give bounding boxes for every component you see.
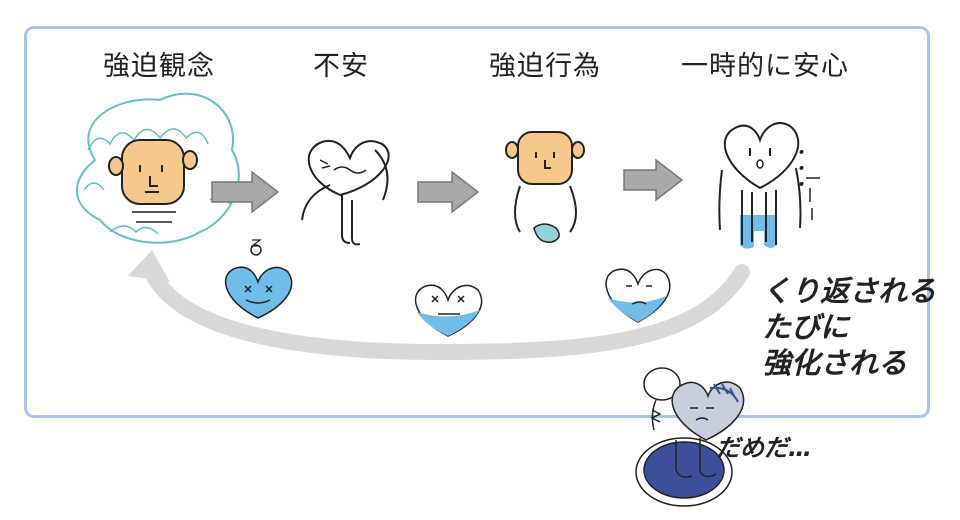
falling-heart-figure — [635, 367, 745, 507]
stage-title-obsession: 強迫観念 — [103, 51, 215, 82]
obsession-figure — [75, 92, 240, 244]
mutter-text: だめだ… — [716, 434, 812, 462]
repeat-loop-arrowhead — [128, 250, 170, 282]
flow-arrow-3 — [623, 158, 684, 202]
anxiety-figure — [301, 139, 390, 246]
loop-note-line-2: たびに — [762, 310, 850, 344]
flow-arrow-1 — [211, 170, 280, 214]
diagram-frame — [24, 26, 930, 418]
trailing-dots-text: ・・・ — [789, 144, 808, 192]
fainted-heart-icon — [224, 239, 293, 319]
stage-title-compulsion: 強迫行為 — [489, 51, 601, 82]
compulsion-figure — [505, 131, 585, 243]
stage-title-anxiety: 不安 — [313, 51, 369, 82]
melting-heart-icon — [605, 268, 671, 323]
loop-note-line-1: くり返される — [762, 274, 937, 308]
relief-figure — [718, 122, 820, 249]
stage-title-temporary-relief: 一時的に安心 — [681, 51, 849, 82]
repeat-loop-arrow — [142, 260, 750, 361]
half-blue-heart-icon — [414, 284, 483, 337]
flow-arrow-2 — [417, 170, 480, 214]
loop-note-line-3: 強化される — [762, 346, 908, 380]
